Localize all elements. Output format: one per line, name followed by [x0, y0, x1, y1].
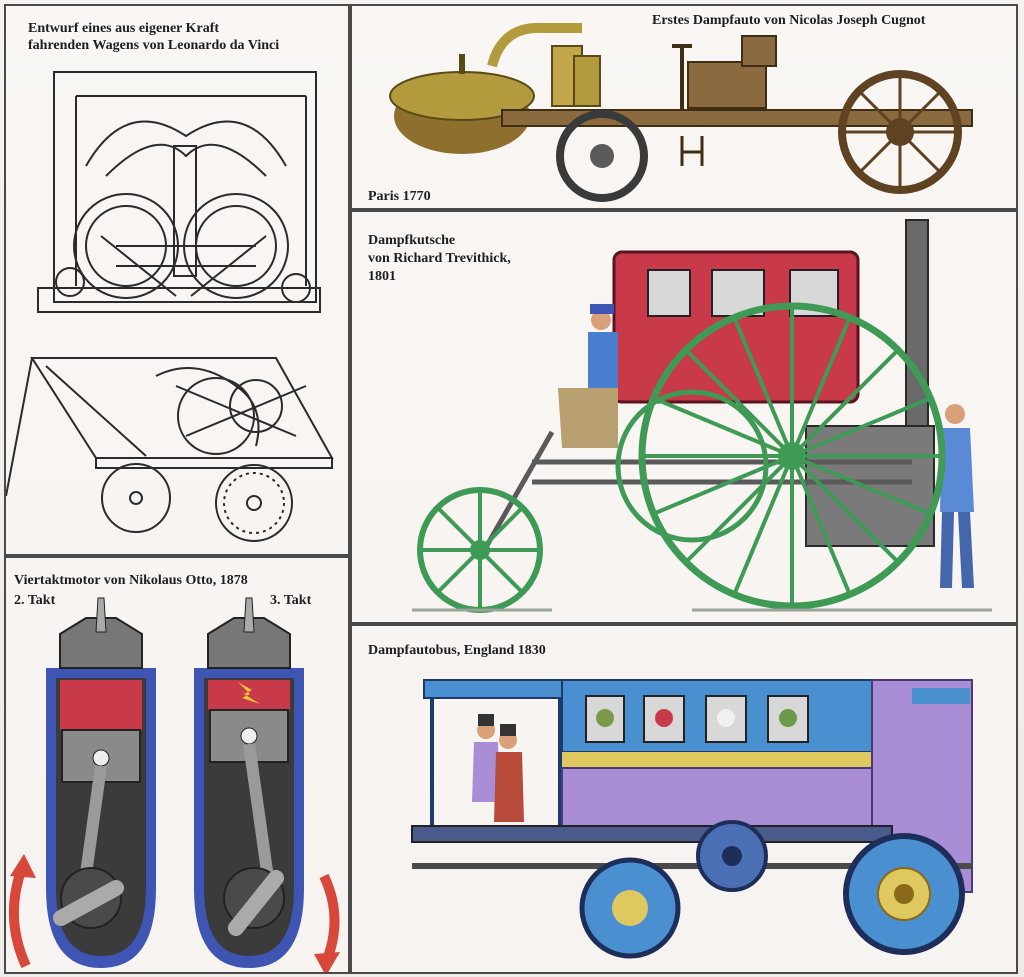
- trevithick-caption-line3: 1801: [368, 269, 396, 284]
- leonardo-caption-line1: Entwurf eines aus eigener Kraft: [28, 21, 220, 36]
- panel-otto: Viertaktmotor von Nikolaus Otto, 1878 2.…: [4, 556, 350, 974]
- panel-leonardo: Entwurf eines aus eigener Kraft fahrende…: [4, 4, 350, 556]
- bus-caption: Dampfautobus, England 1830: [368, 643, 546, 658]
- cugnot-place-year: Paris 1770: [368, 189, 431, 204]
- panel-cugnot: Erstes Dampfauto von Nicolas Joseph Cugn…: [350, 4, 1018, 210]
- otto-stroke-left-label: 2. Takt: [14, 593, 56, 608]
- rotation-arrow-left: [8, 866, 31, 969]
- trevithick-caption-line2: von Richard Trevithick,: [368, 251, 511, 266]
- trevithick-caption-line1: Dampfkutsche: [368, 233, 456, 248]
- otto-stroke-right-label: 3. Takt: [270, 593, 312, 608]
- cylinder-right: [194, 597, 304, 968]
- cylinder-left: [46, 597, 156, 968]
- leonardo-sketch: [6, 71, 334, 542]
- otto-caption: Viertaktmotor von Nikolaus Otto, 1878: [14, 573, 248, 588]
- steam-bus: [411, 679, 973, 959]
- cugnot-caption: Erstes Dampfauto von Nicolas Joseph Cugn…: [652, 13, 926, 28]
- cugnot-vehicle: [389, 22, 973, 202]
- panel-bus: Dampfautobus, England 1830: [350, 624, 1018, 974]
- panel-trevithick: Dampfkutsche von Richard Trevithick, 180…: [350, 210, 1018, 624]
- otto-engine-drawing: [8, 597, 340, 972]
- trevithick-coach: [412, 219, 992, 613]
- rotation-arrow-right: [319, 873, 340, 964]
- leonardo-caption-line2: fahrenden Wagens von Leonardo da Vinci: [28, 38, 280, 53]
